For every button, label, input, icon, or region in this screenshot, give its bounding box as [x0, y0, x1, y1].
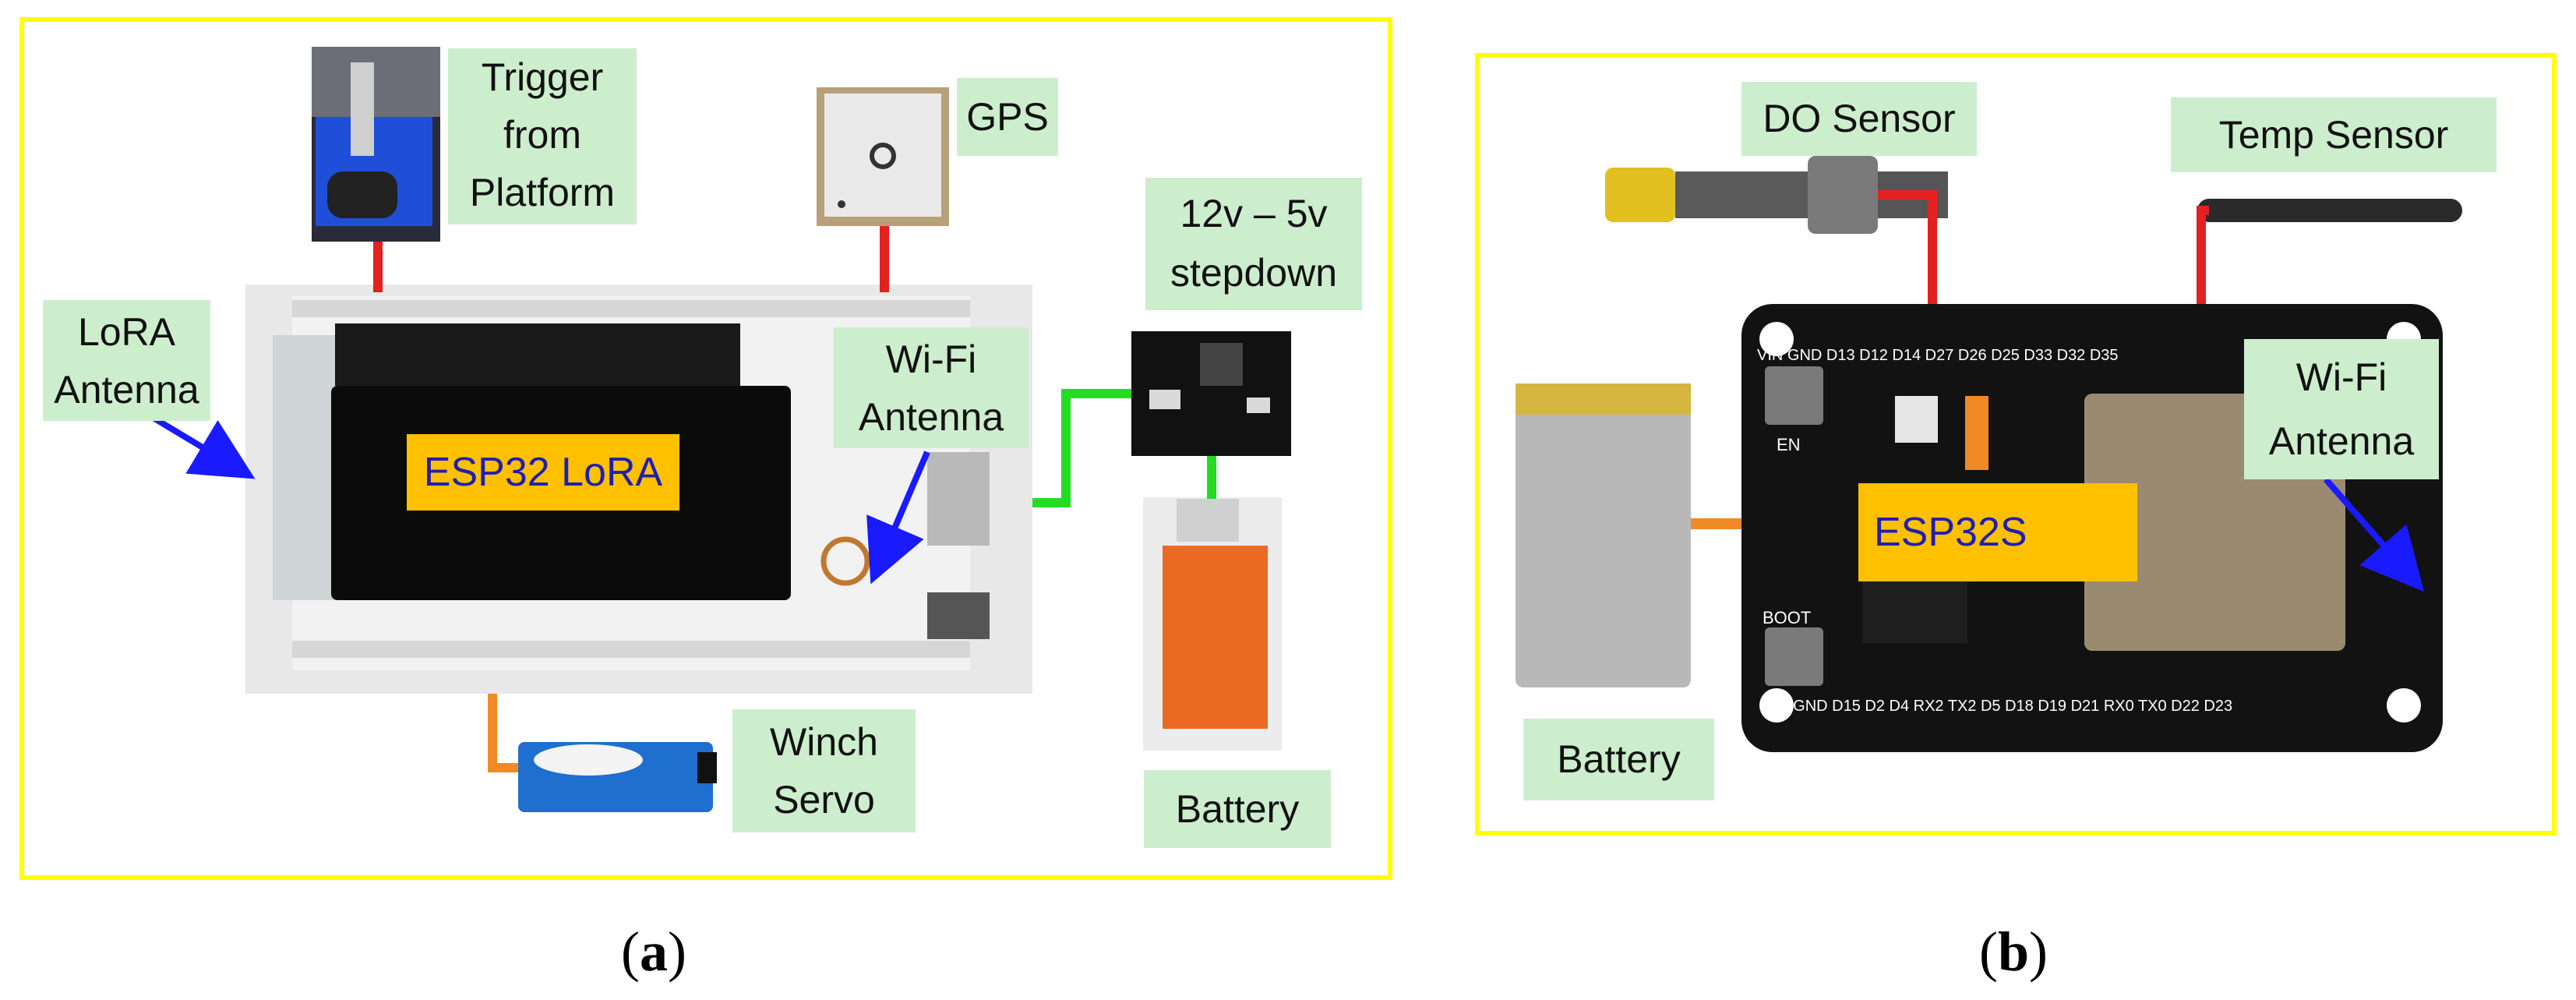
battery-b-photo: [1516, 383, 1691, 687]
wifi-antenna-b-arrow: [2323, 477, 2425, 592]
label-do-sensor: DO Sensor: [1741, 82, 1977, 156]
temp-sensor-photo: [2197, 199, 2462, 222]
stepdown-module-photo: [1131, 331, 1291, 456]
board-b-pins-bottom: 3V3 GND D15 D2 D4 RX2 TX2 D5 D18 D19 D21…: [1761, 698, 2232, 715]
label-winch-servo: Winch Servo: [732, 709, 916, 832]
servo-photo: [518, 742, 717, 812]
battery-a-photo: [1143, 497, 1282, 751]
do-sensor-wire: [1878, 190, 1937, 304]
board-b-pins-top: VIN GND D13 D12 D14 D27 D26 D25 D33 D32 …: [1757, 347, 2119, 364]
label-stepdown: 12v – 5v stepdown: [1145, 178, 1362, 310]
label-wifi-antenna-b: Wi-Fi Antenna: [2244, 339, 2439, 479]
label-wifi-antenna-a: Wi-Fi Antenna: [834, 327, 1029, 448]
board-b-button-boot: BOOT: [1763, 608, 1811, 627]
label-battery-b: Battery: [1523, 719, 1714, 800]
label-battery-a: Battery: [1144, 770, 1331, 848]
label-gps: GPS: [957, 78, 1058, 156]
gps-module-photo: [817, 87, 949, 226]
trigger-photo: [312, 47, 440, 242]
panel-a-frame: [19, 17, 1392, 880]
label-trigger-from-platform: Trigger from Platform: [448, 48, 637, 224]
wifi-antenna-a-arrow: [866, 451, 930, 585]
lora-antenna-arrow: [146, 412, 256, 479]
label-esp32-lora: ESP32 LoRA: [407, 434, 679, 511]
board-b-button-en: EN: [1777, 435, 1801, 454]
board-a-pin-headers: [292, 300, 970, 658]
temp-sensor-wire: [2197, 206, 2209, 304]
label-lora-antenna: LoRA Antenna: [43, 300, 210, 421]
label-temp-sensor: Temp Sensor: [2171, 97, 2497, 172]
stepdown-to-board-wire: [1032, 389, 1131, 507]
caption-a: (a): [621, 920, 686, 983]
label-esp32s: ESP32S: [1858, 483, 2137, 581]
panel-b-frame: [1475, 53, 2557, 836]
caption-b: (b): [1979, 920, 2048, 983]
servo-wire: [488, 694, 518, 772]
